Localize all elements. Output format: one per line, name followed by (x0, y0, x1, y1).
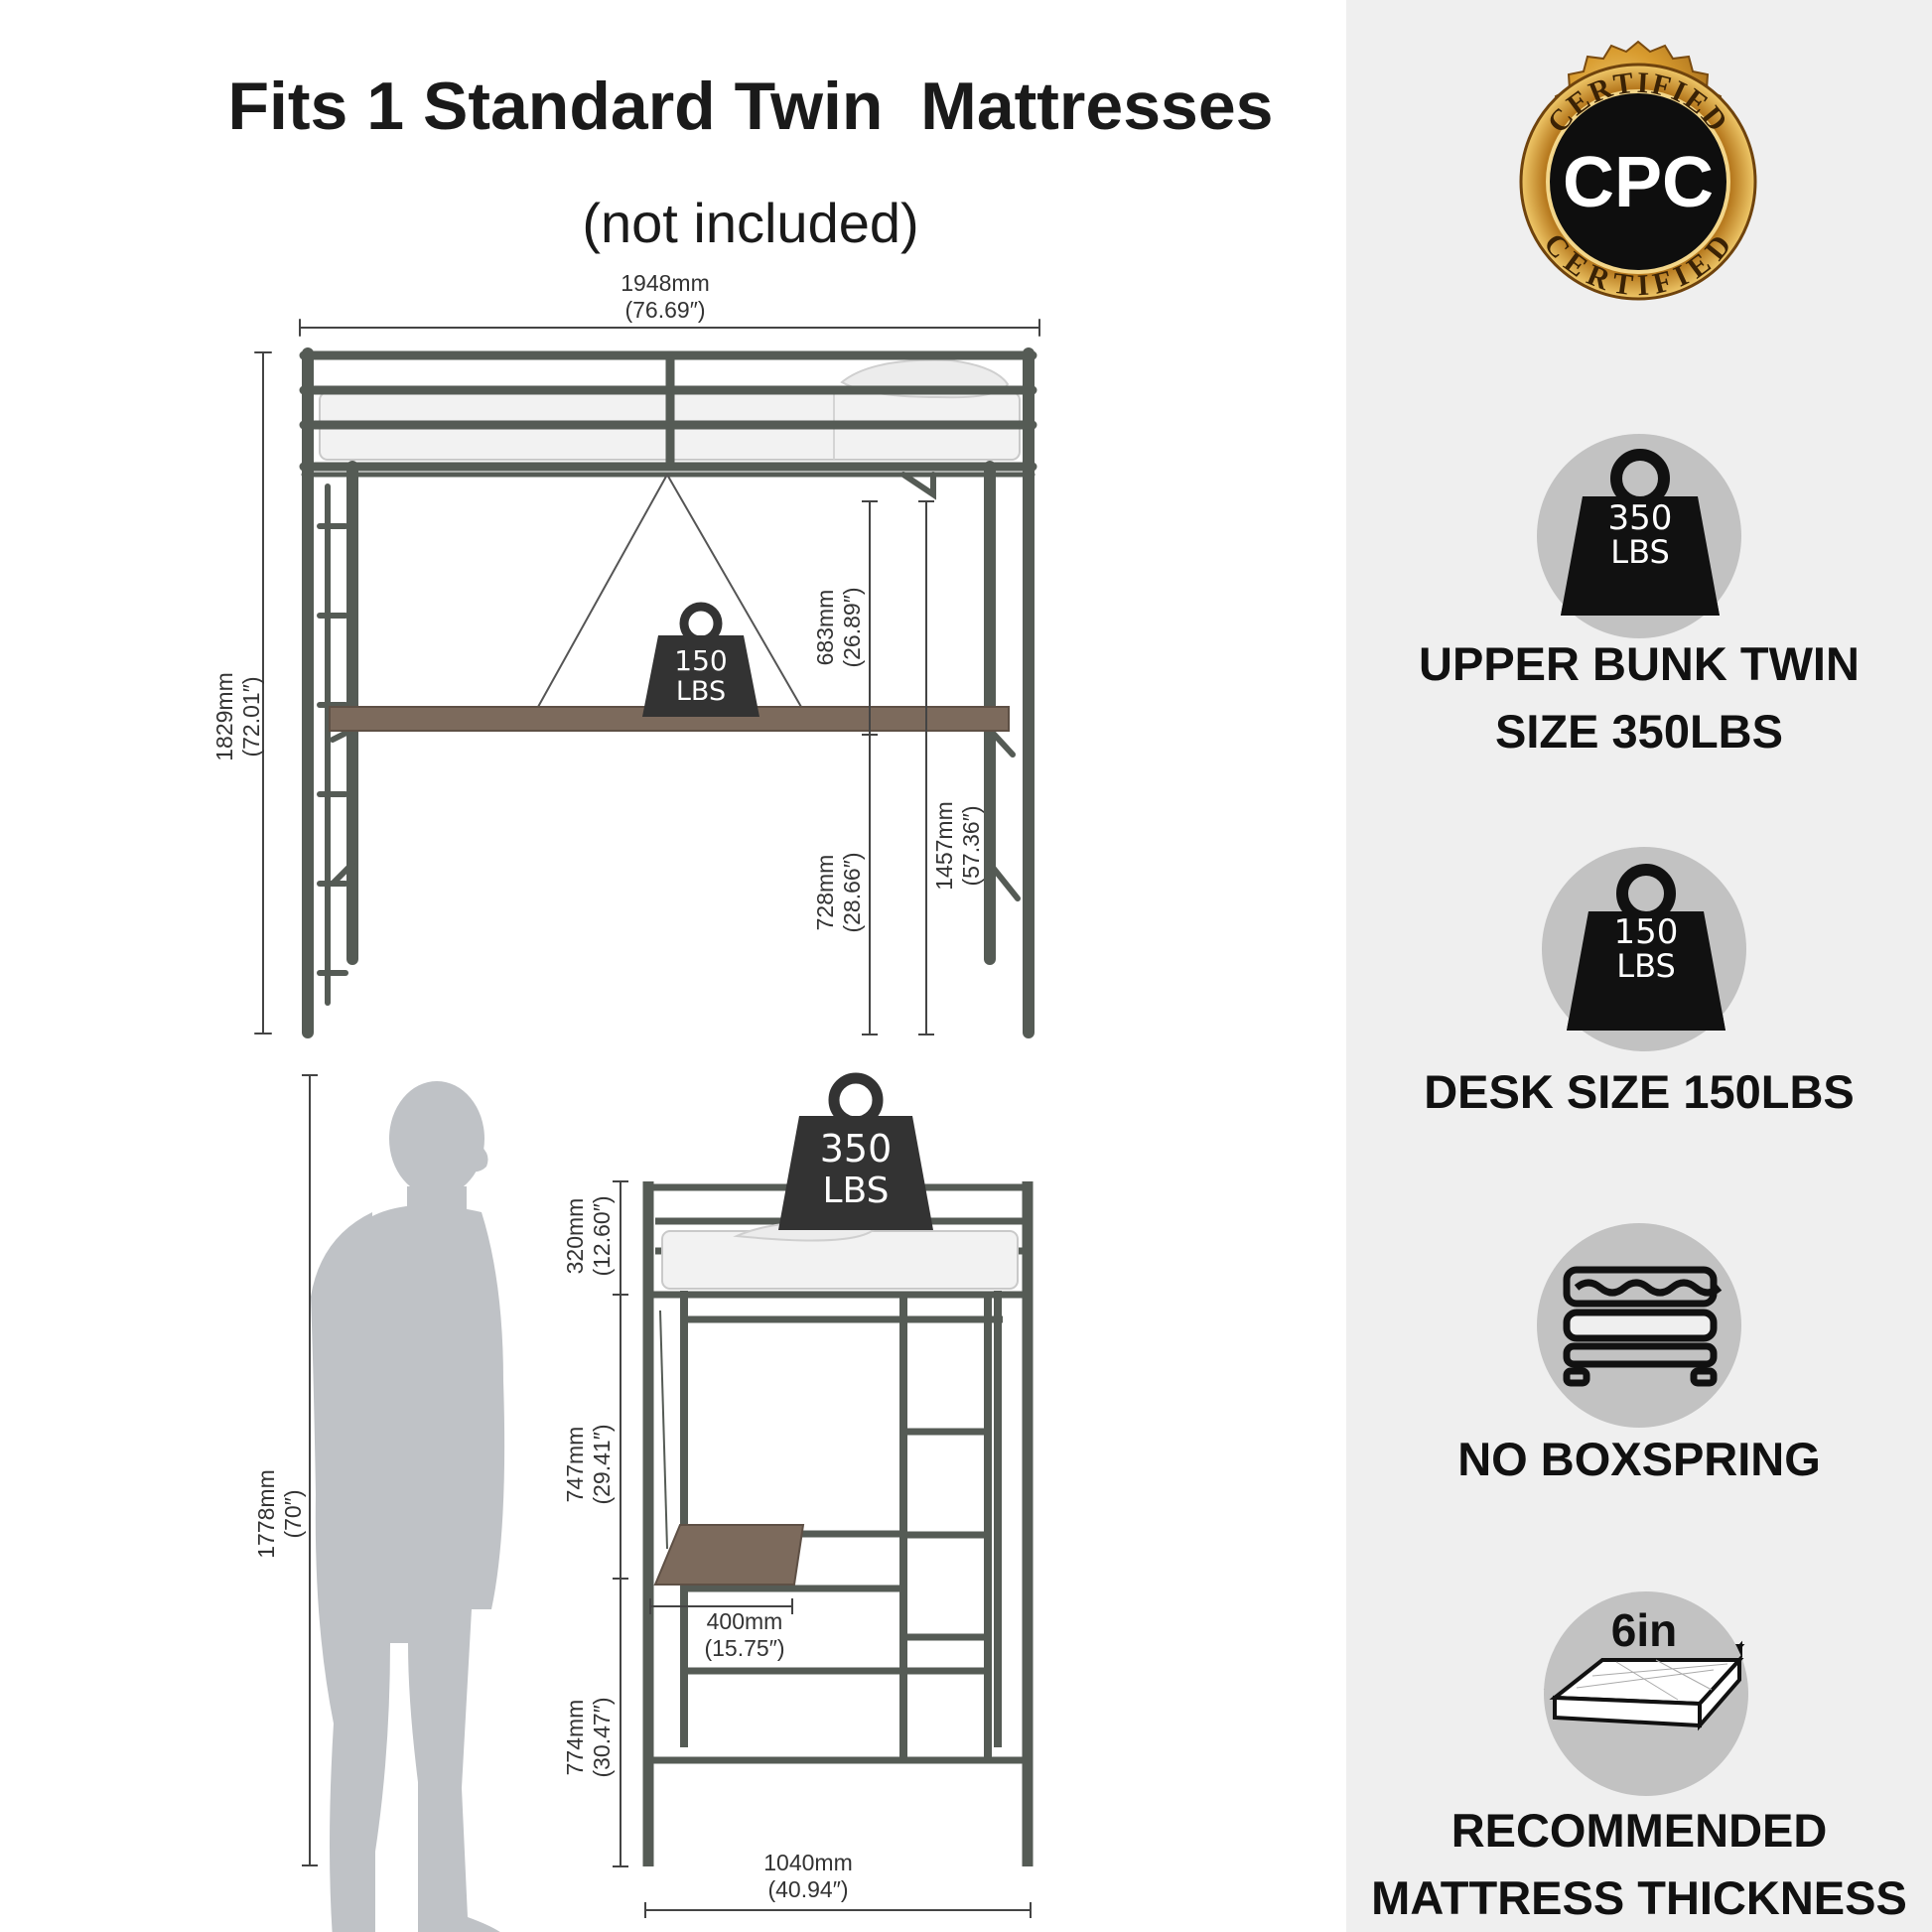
desk-weight-value: 150 (1614, 912, 1679, 952)
person-height-label: 1778mm(70″) (253, 1469, 306, 1559)
person-silhouette (311, 1081, 505, 1932)
diagram-pane (0, 0, 1346, 1932)
side-desk-height-label: 774mm(30.47″) (562, 1697, 615, 1778)
mattress-thickness-label: RECOMMENDED MATTRESS THICKNESS (1371, 1804, 1907, 1924)
mattress-thickness-value: 6in (1611, 1604, 1677, 1656)
rail-height-label: 320mm(12.60″) (562, 1195, 615, 1277)
front-height-dimension-line (254, 351, 272, 1035)
front-desk-weight-icon (642, 602, 759, 717)
cpc-certified-seal: CERTIFIED CERTIFIED CPC (1519, 40, 1757, 302)
desk-depth-label: 400mm(15.75″) (704, 1608, 785, 1661)
side-desk-top (653, 1524, 805, 1586)
desk-to-bed-label: 683mm(26.89″) (812, 587, 865, 668)
side-width-label: 1040mm(40.94″) (763, 1850, 853, 1902)
desk-weight-unit: LBS (1616, 947, 1676, 985)
front-height-label: 1829mm(72.01″) (211, 672, 264, 761)
upper-bunk-weight-value: 350 (1608, 498, 1673, 538)
side-bunk-weight-unit: LBS (823, 1171, 890, 1211)
front-desk-weight-value: 150 (674, 644, 727, 677)
bed-to-desk-label: 747mm(29.41″) (562, 1424, 615, 1505)
side-bunk-weight-value: 350 (820, 1127, 893, 1171)
page-title: Fits 1 Standard Twin Mattresses (227, 69, 1274, 144)
underside-height-label: 1457mm(57.36″) (931, 801, 984, 891)
front-width-label: 1948mm(76.69″) (621, 270, 710, 323)
front-desk-weight-unit: LBS (676, 676, 726, 707)
front-width-dimension-line (299, 319, 1040, 337)
seal-center-text: CPC (1563, 143, 1714, 222)
side-bunk-weight-icon (778, 1072, 933, 1230)
page-subtitle: (not included) (582, 192, 919, 254)
upper-bunk-weight-unit: LBS (1610, 533, 1670, 571)
desk-capacity-label: DESK SIZE 150LBS (1424, 1065, 1855, 1118)
no-boxspring-label: NO BOXSPRING (1457, 1433, 1821, 1485)
upper-bunk-label: UPPER BUNK TWIN SIZE 350LBS (1419, 637, 1860, 758)
desk-height-label: 728mm(28.66″) (812, 852, 865, 933)
front-view-drawing (254, 319, 1040, 1038)
person-height-dimension-line (302, 1074, 318, 1866)
